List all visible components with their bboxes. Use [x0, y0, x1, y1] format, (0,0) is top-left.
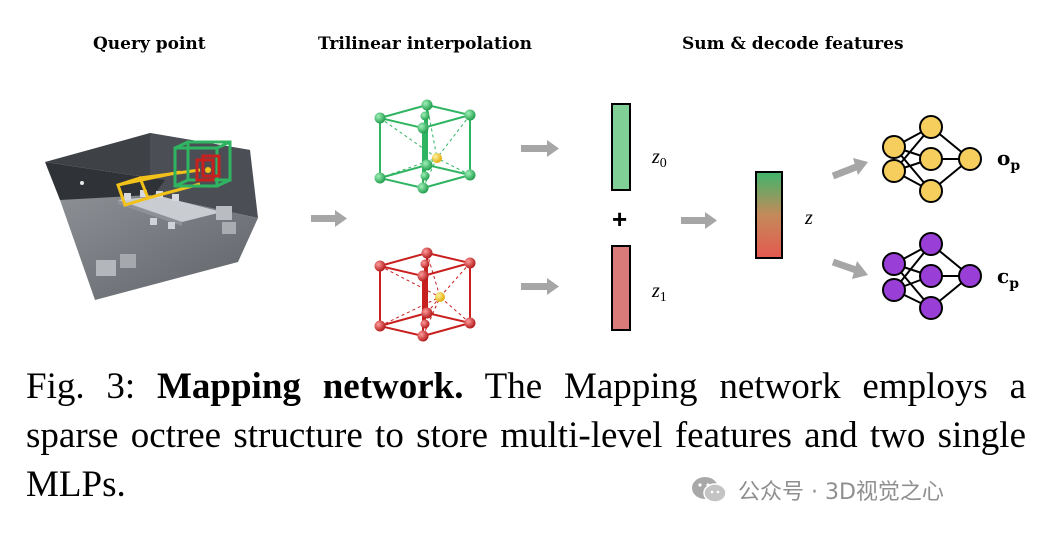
z-label: z [804, 207, 813, 229]
z1-label: z1 [651, 280, 667, 305]
watermark-text: 公众号 · 3D视觉之心 [738, 480, 944, 505]
z1-feature-bar [611, 245, 631, 331]
z0-feature-bar [611, 103, 631, 191]
occupancy-mlp [882, 115, 982, 203]
room-scene-image [45, 133, 258, 300]
plus-sign: + [612, 204, 627, 234]
green-trilinear-cube [374, 99, 476, 194]
arrow-red-to-z1 [521, 278, 559, 295]
arrow-z-to-color-mlp [831, 258, 868, 279]
caption-prefix: Fig. 3: [26, 366, 157, 407]
arrow-z-to-occupancy-mlp [831, 158, 868, 180]
z0-label: z0 [651, 146, 667, 171]
wechat-icon [692, 477, 727, 503]
occupancy-output-label: op [997, 146, 1020, 174]
header-sum-decode: Sum & decode features [682, 34, 904, 54]
caption-body: The Mapping network employs a sparse oct… [26, 366, 1026, 505]
caption-title: Mapping network. [156, 366, 464, 407]
figure-caption: Fig. 3: Mapping network. The Mapping net… [26, 362, 1026, 509]
red-trilinear-cube [374, 247, 476, 342]
z-summed-feature-bar [755, 171, 783, 259]
arrow-sum-to-z [681, 212, 717, 229]
header-query-point: Query point [93, 34, 206, 54]
mapping-network-figure: z0 z1 + z [45, 99, 1020, 342]
arrow-green-to-z0 [521, 140, 559, 157]
color-output-label: cp [997, 264, 1019, 292]
arrow-scene-to-interp [311, 210, 347, 227]
header-trilinear-interpolation: Trilinear interpolation [318, 34, 532, 54]
color-mlp [882, 232, 982, 320]
watermark: 公众号 · 3D视觉之心 [690, 474, 944, 506]
